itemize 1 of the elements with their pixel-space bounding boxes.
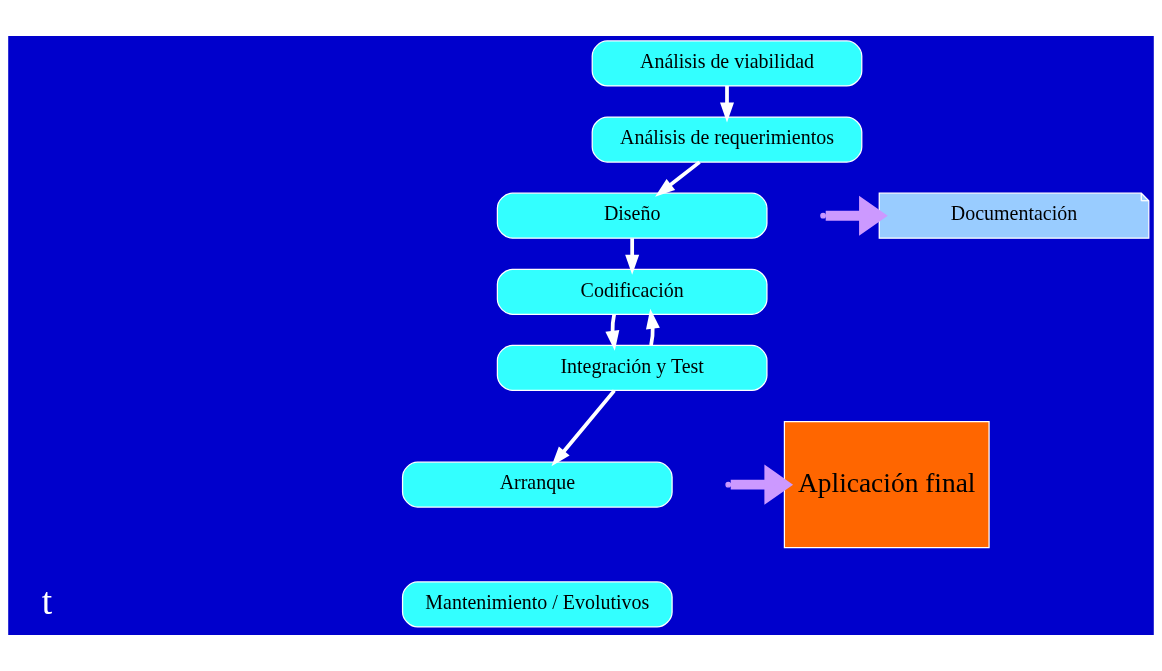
label: t bbox=[41, 580, 53, 622]
